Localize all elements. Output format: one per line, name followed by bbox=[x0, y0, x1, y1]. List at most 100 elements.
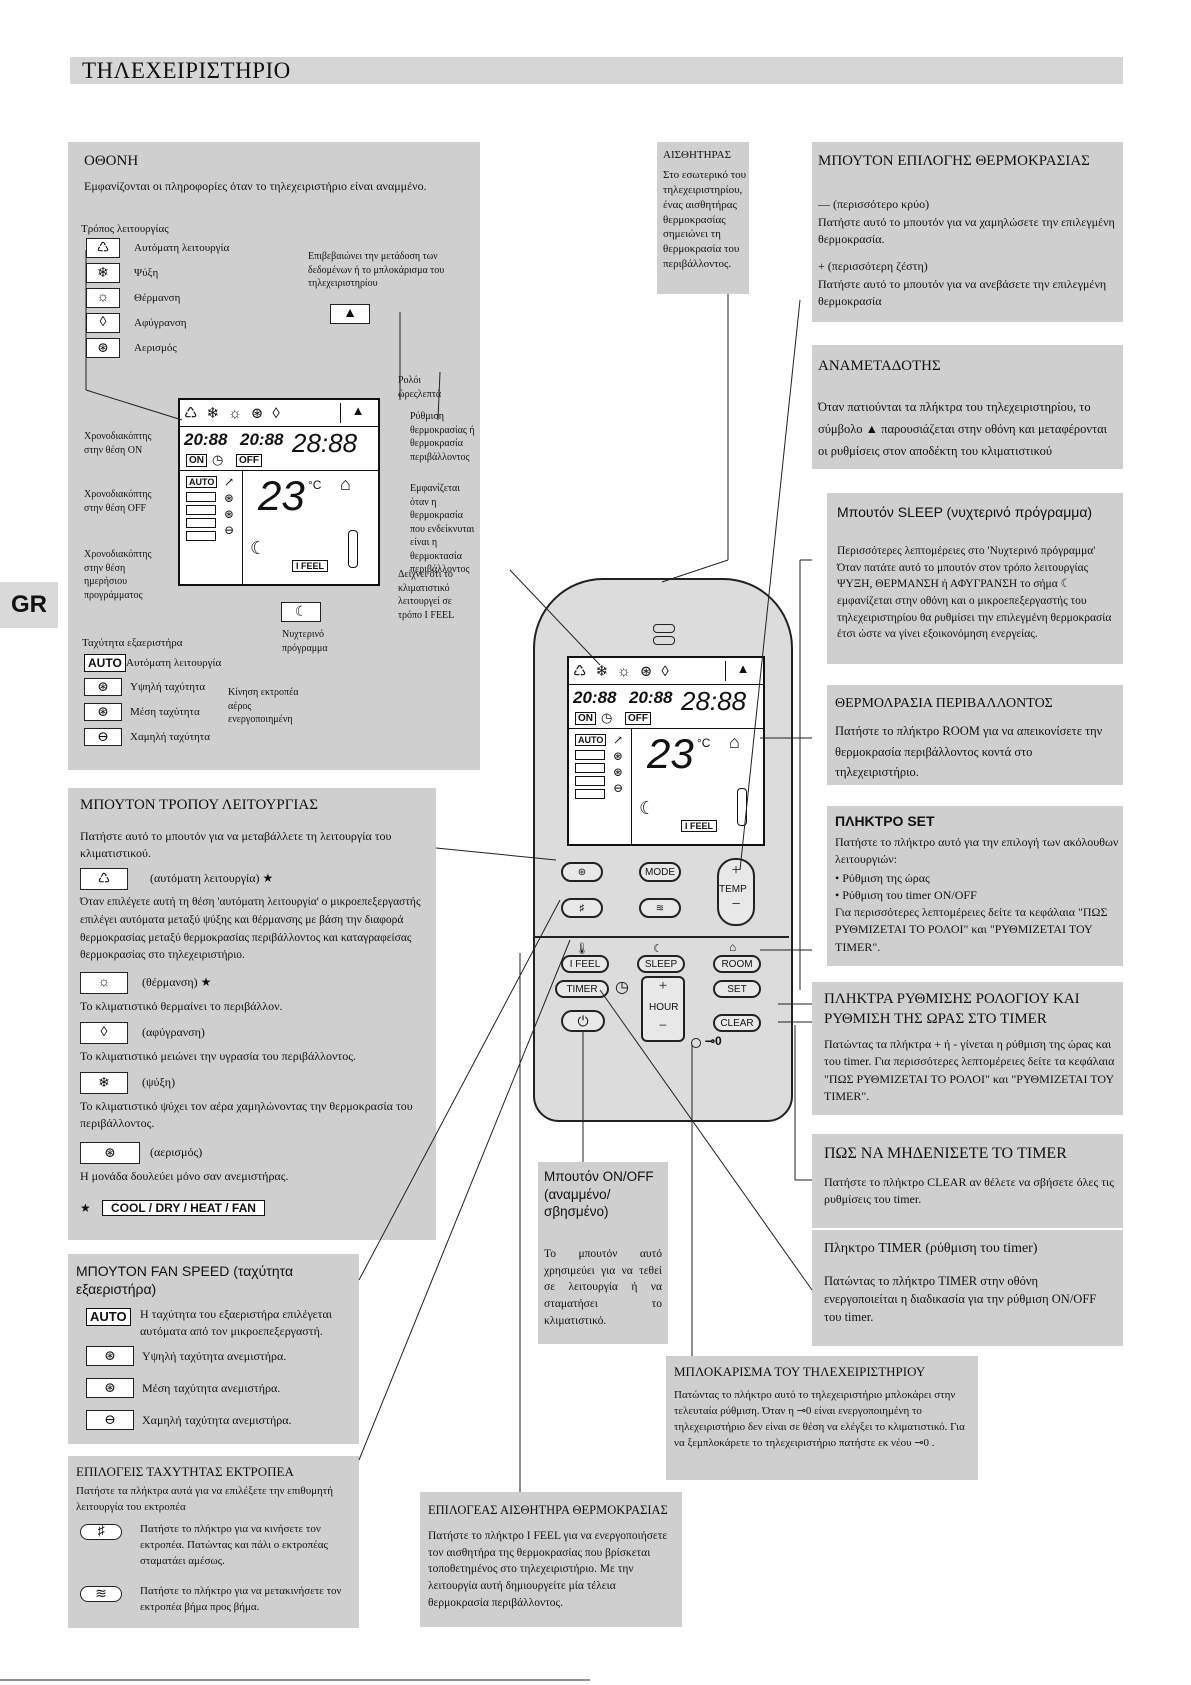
remote-lcd-temp: 23 bbox=[647, 730, 694, 777]
lcd-room-icon: ⌂ bbox=[340, 474, 351, 494]
mode-section: ΜΠΟΥΤΟΝ ΤΡΟΠΟΥ ΛΕΙΤΟΥΡΓΙΑΣ Πατήστε αυτό … bbox=[68, 788, 436, 1240]
mode-dry-label: (αφύγρανση) bbox=[142, 1025, 205, 1039]
room-house-icon: ⌂ bbox=[729, 940, 737, 954]
transmit-note: Επιβεβαιώνει την μετάδοση των δεδομένων … bbox=[308, 251, 445, 289]
ifeel-text: Πατήστε το πλήκτρο I FEEL για να ενεργοπ… bbox=[428, 1530, 668, 1609]
lock-heading: ΜΠΛΟΚΑΡΙΣΜΑ ΤΟΥ ΤΗΛΕΧΕΙΡΙΣΤΗΡΙΟΥ bbox=[674, 1364, 926, 1379]
mode-auto-label: (αυτόματη λειτουργία) ★ bbox=[150, 871, 274, 885]
clock-text: Πατώντας τα πλήκτρα + ή - γίνεται η ρύθμ… bbox=[824, 1037, 1115, 1104]
temp-down-button[interactable]: − bbox=[731, 896, 741, 913]
clear-heading: ΠΩΣ ΝΑ ΜΗΔΕΝΙΣΕΤΕ ΤΟ TIMER bbox=[824, 1145, 1067, 1162]
lcd-ifeel: I FEEL bbox=[292, 560, 329, 572]
onoff-heading: Μπουτόν ON/OFF (αναμμένο/σβησμένο) bbox=[544, 1169, 654, 1220]
temp-rocker: + − bbox=[717, 858, 755, 926]
sensor-section: ΑΙΣΘΗΤΗΡΑΣ Στο εσωτερικό του τηλεχειριστ… bbox=[657, 142, 749, 294]
sensor-text: Στο εσωτερικό του τηλεχειριστηρίου, ένας… bbox=[663, 169, 747, 271]
timer-button[interactable]: TIMER bbox=[555, 980, 609, 998]
night-icon: ☾ bbox=[281, 602, 321, 622]
set-button[interactable]: SET bbox=[713, 980, 761, 998]
set-text: Πατήστε το πλήκτρο αυτό για την επιλογή … bbox=[835, 835, 1119, 867]
sensor-slot bbox=[653, 624, 675, 633]
remote-lcd-louver: ↗⊛⊛⊖ bbox=[613, 733, 624, 795]
fan-speed-button[interactable]: ⊛ bbox=[561, 862, 603, 882]
mode-auto: Αυτόματη λειτουργία bbox=[134, 242, 230, 254]
fan-speed-title: Ταχύτητα εξαεριστήρα bbox=[82, 637, 183, 649]
title-bar: ΤΗΛΕΧΕΙΡΙΣΤΗΡΙΟ bbox=[70, 57, 1123, 84]
ifeel-heading: ΕΠΙΛΟΓΕΑΣ ΑΙΣΘΗΤΗΡΑ ΘΕΡΜΟΚΡΑΣΙΑΣ bbox=[428, 1503, 668, 1517]
ifeel-note: Δείχνει ότι το κλιματιστικό λειτουργεί σ… bbox=[398, 569, 455, 621]
fan-mid-label: Μέση ταχύτητα bbox=[130, 706, 200, 718]
hour-up-button[interactable]: + bbox=[658, 978, 668, 994]
sleep-button[interactable]: SLEEP bbox=[637, 955, 685, 973]
lcd-clock: 28:88 bbox=[292, 428, 358, 458]
fan-low-icon: ⊖ bbox=[84, 728, 122, 746]
transmitter-text: Όταν πατιούνται τα πλήκτρα του τηλεχειρι… bbox=[818, 400, 1108, 458]
lock-text: Πατώντας το πλήκτρο αυτό το τηλεχειριστή… bbox=[674, 1389, 965, 1449]
louver-step-icon: ≋ bbox=[80, 1586, 122, 1602]
lcd-unit: °C bbox=[308, 478, 322, 492]
clear-section: ΠΩΣ ΝΑ ΜΗΔΕΝΙΣΕΤΕ ΤΟ TIMER Πατήστε το πλ… bbox=[812, 1134, 1123, 1228]
temp-minus-label: — (περισσότερο κρύο) bbox=[818, 197, 930, 211]
modes-list: COOL / DRY / HEAT / FAN bbox=[102, 1200, 265, 1216]
temp-up-button[interactable]: + bbox=[731, 862, 741, 879]
lcd-night-icon: ☾ bbox=[250, 538, 267, 558]
clock-section: ΠΛΗΚΤΡΑ ΡΥΘΜΙΣΗΣ ΡΟΛΟΓΙΟΥ ΚΑΙ ΡΥΘΜΙΣΗ ΤΗ… bbox=[812, 982, 1123, 1115]
fan-box-high-icon: ⊛ bbox=[86, 1346, 134, 1366]
mode-cool-icon: ❄ bbox=[80, 1072, 128, 1094]
page-title: ΤΗΛΕΧΕΙΡΙΣΤΗΡΙΟ bbox=[82, 58, 291, 83]
cool-mode-icon: ❄ bbox=[86, 263, 120, 283]
louver-intro: Πατήστε τα πλήκτρα αυτά για να επιλέξετε… bbox=[76, 1485, 333, 1513]
lcd-on: ON bbox=[186, 454, 207, 467]
fan-box-low-icon: ⊖ bbox=[86, 1410, 134, 1430]
language-tab: GR bbox=[0, 582, 58, 628]
thermometer-icon bbox=[348, 530, 358, 568]
sensor-heading: ΑΙΣΘΗΤΗΡΑΣ bbox=[663, 149, 732, 161]
hour-rocker: + HOUR − bbox=[641, 976, 685, 1042]
louver-step-button[interactable]: ≋ bbox=[639, 898, 681, 918]
lcd-off-time: 20:88 bbox=[240, 430, 284, 449]
set-item-time: • Ρύθμιση της ώρας bbox=[835, 871, 930, 885]
louver-section: ΕΠΙΛΟΓΕΙΣ ΤΑΧΥΤΗΤΑΣ ΕΚΤΡΟΠΕΑ Πατήστε τα … bbox=[68, 1456, 359, 1628]
mode-heat-text: Το κλιματιστικό θερμαίνει το περιβάλλον. bbox=[80, 999, 283, 1013]
fan-box-auto-badge: AUTO bbox=[86, 1308, 131, 1326]
ifeel-button[interactable]: I FEEL bbox=[561, 955, 609, 973]
louver-swing-button[interactable]: ♯ bbox=[561, 898, 603, 918]
fan-box-mid: Μέση ταχύτητα ανεμιστήρα. bbox=[142, 1381, 281, 1395]
remote-lcd: ♺❄☼⊛◊ ▲ 20:88 20:88 28:88 ON ◷ OFF AUTO … bbox=[567, 656, 765, 846]
remote-lcd-off: OFF bbox=[625, 712, 651, 725]
remote-lcd-room-icon: ⌂ bbox=[729, 732, 740, 752]
lock-button[interactable] bbox=[691, 1038, 701, 1048]
temp-select-heading: ΜΠΟΥΤΟΝ ΕΠΙΛΟΓΗΣ ΘΕΡΜΟΚΡΑΣΙΑΣ bbox=[818, 153, 1090, 169]
set-more: Για περισσότερες λεπτομέρειες δείτε τα κ… bbox=[835, 905, 1108, 954]
heat-mode-icon: ☼ bbox=[86, 288, 120, 308]
louver-item2: Πατήστε το πλήκτρο για να μετακινήσετε τ… bbox=[140, 1585, 342, 1613]
mode-dry-text: Το κλιματιστικό μειώνει την υγρασία του … bbox=[80, 1049, 356, 1063]
display-lcd: ♺❄☼⊛◊ ▲ 20:88 20:88 28:88 ON ◷ OFF AUTO … bbox=[178, 398, 380, 586]
lcd-mode-icons: ♺❄☼⊛◊ bbox=[184, 406, 289, 422]
mode-auto-icon: ♺ bbox=[80, 868, 128, 890]
room-temp-text: Πατήστε το πλήκτρο ROOM για να απεικονίσ… bbox=[835, 724, 1103, 780]
mode-title: Τρόπος λειτουργίας bbox=[81, 223, 169, 235]
onoff-section: Μπουτόν ON/OFF (αναμμένο/σβησμένο) Το μπ… bbox=[538, 1162, 668, 1344]
room-button[interactable]: ROOM bbox=[713, 955, 761, 973]
fan-high-label: Υψηλή ταχύτητα bbox=[130, 681, 206, 693]
lock-icon: ⊸0 bbox=[705, 1034, 722, 1048]
set-section: ΠΛΗΚΤΡΟ SET Πατήστε το πλήκτρο αυτό για … bbox=[827, 806, 1123, 966]
fan-speed-heading: ΜΠΟΥΤΟΝ FAN SPEED (ταχύτητα εξαεριστήρα) bbox=[76, 1263, 294, 1298]
mode-button[interactable]: MODE bbox=[639, 862, 681, 882]
transmit-icon: ▲ bbox=[330, 304, 370, 324]
clear-button[interactable]: CLEAR bbox=[713, 1014, 761, 1032]
dry-mode-icon: ◊ bbox=[86, 313, 120, 333]
remote-lcd-clock-icon: ◷ bbox=[601, 710, 613, 725]
clock-label: Ρολόι ώρεςλεπτά bbox=[398, 375, 442, 400]
temp-label: TEMP bbox=[719, 884, 747, 895]
ifeel-thermo-icon: 🌡 bbox=[575, 943, 589, 955]
hour-down-button[interactable]: − bbox=[658, 1018, 668, 1034]
fan-box-auto-text: Η ταχύτητα του εξαεριστήρα επιλέγεται αυ… bbox=[140, 1307, 332, 1339]
lcd-off: OFF bbox=[236, 454, 262, 467]
lcd-on-time: 20:88 bbox=[184, 430, 228, 449]
temp-minus-text: Πατήστε αυτό το μπουτόν για να χαμηλώσετ… bbox=[818, 215, 1115, 247]
timer-text: Πατώντας το πλήκτρο TIMER στην οθόνη ενε… bbox=[824, 1274, 1097, 1325]
temp-setting-label: Ρύθμιση θερμοκρασίας ή θερμοκρασία περιβ… bbox=[410, 411, 475, 463]
display-intro: Εμφανίζονται οι πληροφορίες όταν το τηλε… bbox=[84, 179, 427, 193]
